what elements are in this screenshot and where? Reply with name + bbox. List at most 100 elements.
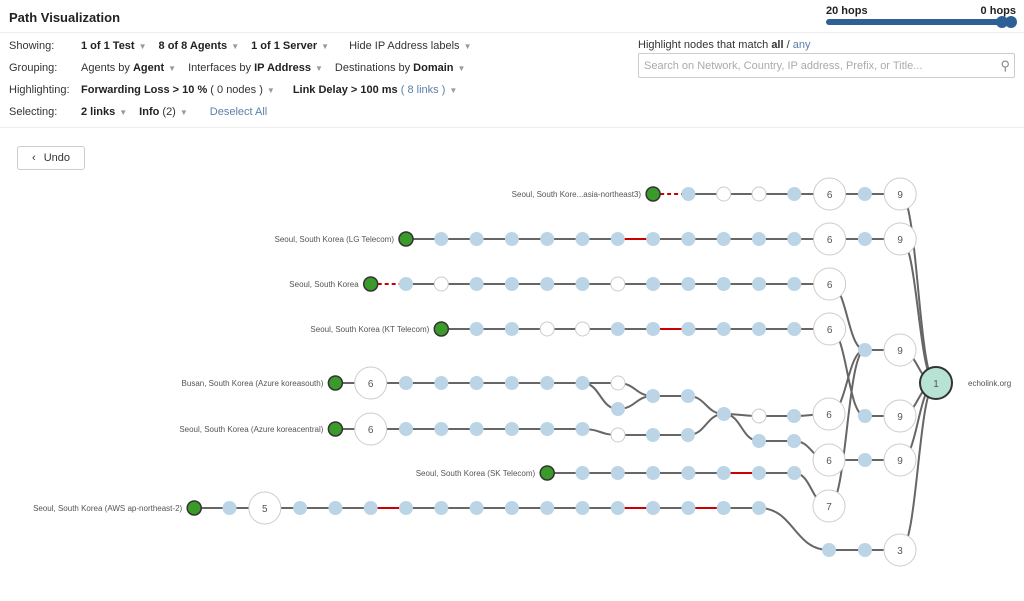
hop-node[interactable]	[610, 466, 625, 480]
node-count[interactable]: 1	[933, 379, 939, 390]
hop-node[interactable]	[787, 466, 802, 480]
hop-node[interactable]	[681, 232, 696, 246]
hop-node[interactable]	[575, 422, 590, 436]
hop-node-unknown[interactable]	[433, 276, 449, 292]
hop-node[interactable]	[610, 501, 625, 515]
hop-node-unknown[interactable]	[610, 427, 626, 443]
hop-node[interactable]	[504, 501, 519, 515]
hop-node[interactable]	[540, 232, 555, 246]
hop-node[interactable]	[469, 376, 484, 390]
node-count[interactable]: 9	[897, 456, 903, 467]
node-count[interactable]: 6	[368, 425, 374, 436]
hop-node[interactable]	[434, 422, 449, 436]
hop-node[interactable]	[504, 422, 519, 436]
agents-grouping-dropdown[interactable]: Agents by Agent▼	[81, 62, 177, 74]
interfaces-grouping-dropdown[interactable]: Interfaces by IP Address▼	[188, 62, 323, 74]
hop-node[interactable]	[681, 428, 695, 442]
hop-node[interactable]	[646, 389, 660, 403]
node-count[interactable]: 9	[897, 235, 903, 246]
hop-node[interactable]	[575, 277, 590, 291]
node-count[interactable]: 7	[826, 502, 832, 513]
hop-node[interactable]	[752, 232, 766, 246]
agent-node[interactable]	[645, 186, 661, 202]
hop-node[interactable]	[363, 501, 378, 515]
hop-node-unknown[interactable]	[539, 321, 555, 337]
hop-node[interactable]	[469, 322, 484, 336]
hop-node[interactable]	[469, 501, 484, 515]
undo-button[interactable]: ‹Undo	[17, 146, 85, 170]
group-node[interactable]	[354, 412, 388, 446]
hop-node[interactable]	[858, 543, 872, 557]
hop-node[interactable]	[752, 277, 766, 291]
group-node[interactable]	[883, 399, 917, 433]
hop-node[interactable]	[504, 277, 519, 291]
links-dropdown[interactable]: 2 links▼	[81, 106, 128, 118]
hop-node[interactable]	[328, 501, 343, 515]
hop-node[interactable]	[787, 409, 801, 423]
hop-node[interactable]	[504, 322, 519, 336]
hop-node[interactable]	[822, 543, 836, 557]
hop-node[interactable]	[540, 376, 555, 390]
hop-node-unknown[interactable]	[575, 321, 590, 337]
hop-node[interactable]	[752, 322, 766, 336]
hop-node[interactable]	[681, 501, 696, 515]
hop-node[interactable]	[857, 232, 872, 246]
hop-node[interactable]	[575, 376, 590, 390]
hop-node[interactable]	[399, 422, 413, 436]
hop-node-unknown[interactable]	[610, 276, 626, 292]
node-search-input[interactable]: Search on Network, Country, IP address, …	[638, 53, 1015, 78]
hop-node[interactable]	[752, 466, 766, 480]
hop-node[interactable]	[575, 501, 590, 515]
info-dropdown[interactable]: Info (2)▼	[139, 106, 188, 118]
hop-node[interactable]	[504, 232, 519, 246]
hops-slider[interactable]	[826, 16, 1017, 28]
hop-node[interactable]	[610, 322, 625, 336]
group-node[interactable]	[812, 397, 846, 431]
hop-node[interactable]	[575, 466, 590, 480]
group-node[interactable]	[812, 489, 846, 523]
node-count[interactable]: 6	[368, 379, 374, 390]
hop-node[interactable]	[646, 466, 661, 480]
test-dropdown[interactable]: 1 of 1 Test▼	[81, 40, 147, 52]
group-node[interactable]	[812, 443, 846, 477]
hop-node[interactable]	[858, 409, 872, 423]
hop-node-unknown[interactable]	[751, 186, 767, 202]
hop-node[interactable]	[646, 501, 661, 515]
link-delay-dropdown[interactable]: Link Delay > 100 ms ( 8 links )▼	[292, 84, 458, 96]
agent-node[interactable]	[327, 421, 344, 437]
hop-node-unknown[interactable]	[716, 186, 732, 202]
node-count[interactable]: 6	[827, 190, 833, 201]
hop-node[interactable]	[434, 376, 449, 390]
agent-node[interactable]	[539, 465, 555, 481]
hop-node[interactable]	[752, 434, 766, 448]
hop-node[interactable]	[857, 187, 872, 201]
hop-node[interactable]	[646, 428, 660, 442]
hop-node[interactable]	[222, 501, 237, 515]
ip-labels-dropdown[interactable]: Hide IP Address labels▼	[349, 40, 472, 52]
group-node[interactable]	[883, 333, 917, 367]
node-count[interactable]: 6	[827, 325, 833, 336]
hop-node[interactable]	[399, 277, 413, 291]
hop-node[interactable]	[681, 187, 696, 201]
hop-node[interactable]	[293, 501, 308, 515]
group-node[interactable]	[813, 222, 847, 256]
deselect-all-link[interactable]: Deselect All	[209, 106, 268, 118]
hop-node[interactable]	[540, 501, 555, 515]
agent-node[interactable]	[433, 321, 450, 337]
forwarding-loss-dropdown[interactable]: Forwarding Loss > 10 % ( 0 nodes )▼	[81, 84, 275, 96]
destination-node[interactable]	[919, 366, 953, 400]
hop-node[interactable]	[540, 422, 555, 436]
hop-node[interactable]	[399, 501, 413, 515]
server-dropdown[interactable]: 1 of 1 Server▼	[251, 40, 330, 52]
hop-node-unknown[interactable]	[751, 408, 767, 424]
hop-node[interactable]	[469, 232, 484, 246]
group-node[interactable]	[813, 312, 847, 346]
destinations-grouping-dropdown[interactable]: Destinations by Domain▼	[334, 62, 466, 74]
hop-node[interactable]	[575, 232, 590, 246]
hop-node-unknown[interactable]	[610, 375, 626, 391]
hop-node[interactable]	[434, 232, 449, 246]
node-count[interactable]: 9	[897, 190, 903, 201]
group-node[interactable]	[883, 443, 917, 477]
group-node[interactable]	[883, 222, 917, 256]
group-node[interactable]	[248, 491, 282, 525]
